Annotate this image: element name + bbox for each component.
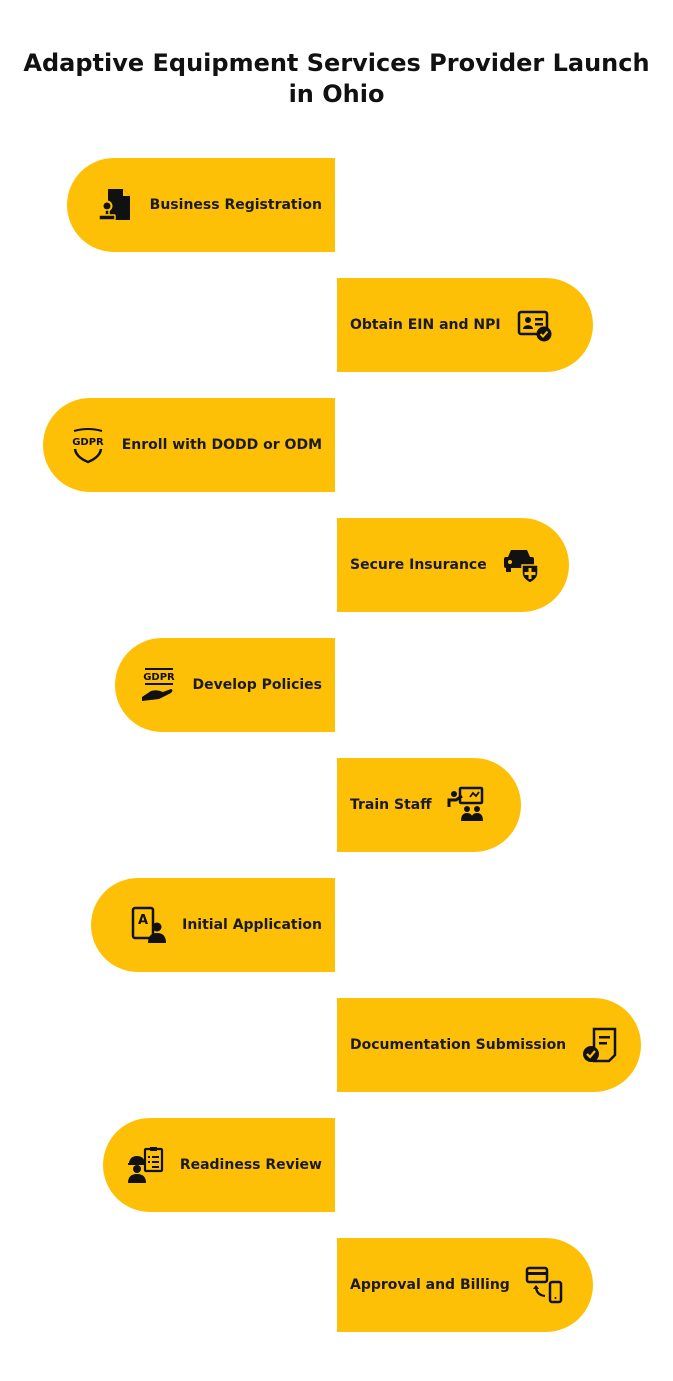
- id-card-check-icon: [515, 305, 555, 345]
- gdpr-shield-icon: GDPR: [68, 425, 108, 465]
- step-readiness-review: Readiness Review: [103, 1118, 335, 1212]
- step-business-registration: Business Registration: [67, 158, 335, 252]
- step-train-staff: Train Staff: [337, 758, 521, 852]
- step-label: Secure Insurance: [350, 557, 487, 573]
- step-label: Obtain EIN and NPI: [350, 317, 501, 333]
- step-initial-application: A Initial Application: [91, 878, 335, 972]
- inspector-clipboard-icon: [126, 1145, 166, 1185]
- step-enroll-dodd-odm: GDPR Enroll with DODD or ODM: [43, 398, 335, 492]
- step-label: Initial Application: [182, 917, 322, 933]
- step-obtain-ein-npi: Obtain EIN and NPI: [337, 278, 593, 372]
- step-documentation-submission: Documentation Submission: [337, 998, 641, 1092]
- title-line-2: in Ohio: [288, 80, 385, 108]
- step-label: Readiness Review: [179, 1157, 322, 1173]
- application-user-icon: A: [128, 905, 168, 945]
- step-label: Documentation Submission: [350, 1037, 567, 1053]
- step-label: Approval and Billing: [350, 1277, 510, 1293]
- presentation-training-icon: [446, 785, 486, 825]
- card-payment-phone-icon: [524, 1265, 564, 1305]
- diagram-title: Adaptive Equipment Services Provider Lau…: [0, 48, 673, 110]
- step-label: Train Staff: [350, 797, 432, 813]
- step-develop-policies: GDPR Develop Policies: [115, 638, 335, 732]
- step-approval-billing: Approval and Billing: [337, 1238, 593, 1332]
- step-label: Enroll with DODD or ODM: [121, 437, 322, 453]
- step-label: Develop Policies: [192, 677, 322, 693]
- svg-text:GDPR: GDPR: [143, 672, 175, 683]
- business-registration-document-icon: [96, 185, 136, 225]
- document-check-icon: [580, 1025, 620, 1065]
- svg-text:A: A: [138, 913, 148, 928]
- step-label: Business Registration: [149, 197, 322, 213]
- step-secure-insurance: Secure Insurance: [337, 518, 569, 612]
- car-insurance-icon: [501, 545, 541, 585]
- svg-text:GDPR: GDPR: [72, 437, 104, 448]
- gdpr-hand-icon: GDPR: [139, 665, 179, 705]
- title-line-1: Adaptive Equipment Services Provider Lau…: [23, 49, 650, 77]
